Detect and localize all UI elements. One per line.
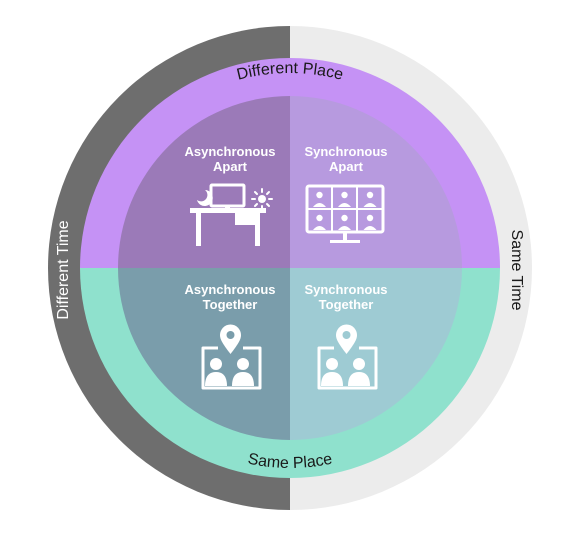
same-place-label: Same Place	[246, 451, 333, 472]
same-time-label: Same Time	[508, 230, 525, 311]
different-place-label: Different Place	[235, 60, 345, 84]
sync-apart-line1: Synchronous	[304, 144, 387, 159]
people-at-location-icon	[317, 324, 378, 390]
video-call-grid-icon	[305, 184, 385, 243]
people-at-location-icon	[201, 324, 262, 390]
quadrant-async-apart	[118, 96, 290, 268]
async-together-line1: Asynchronous	[184, 282, 275, 297]
async-apart-line2: Apart	[213, 159, 248, 174]
different-time-label: Different Time	[55, 220, 72, 319]
sync-together-line2: Together	[319, 297, 374, 312]
async-together-line2: Together	[203, 297, 258, 312]
desk-with-moon-and-sun-icon	[190, 183, 273, 246]
sync-apart-line2: Apart	[329, 159, 364, 174]
sync-together-line1: Synchronous	[304, 282, 387, 297]
async-apart-line1: Asynchronous	[184, 144, 275, 159]
